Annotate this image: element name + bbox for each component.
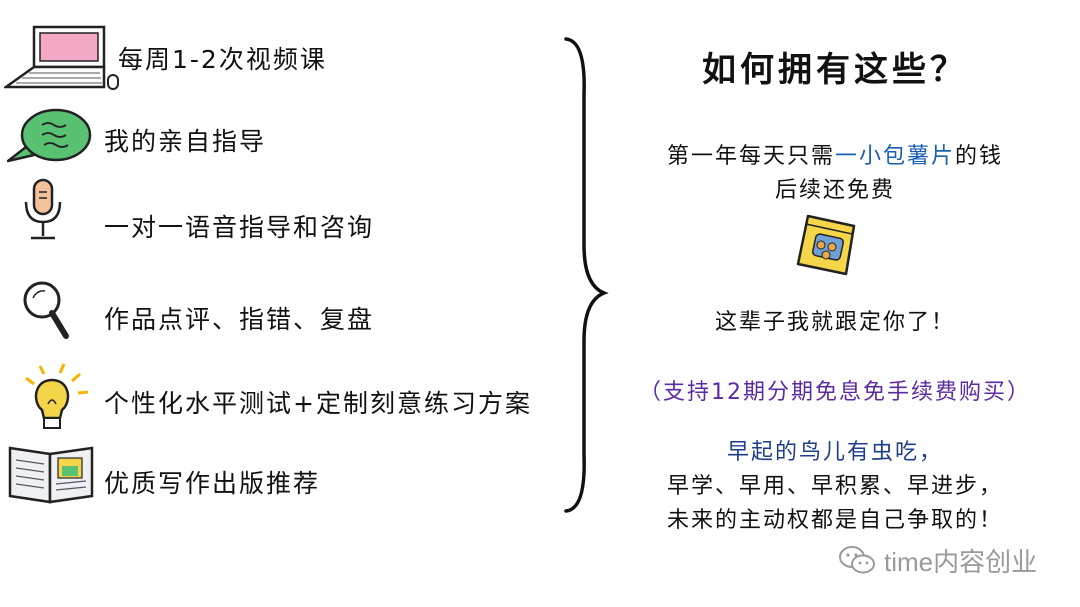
item-label: 我的亲自指导 bbox=[104, 127, 267, 156]
watermark: time内容创业 bbox=[838, 540, 1068, 580]
installment-note: （支持12期分期免息免手续费购买） bbox=[639, 380, 1031, 405]
laptop-icon bbox=[4, 25, 119, 90]
list-item: 每周1-2次视频课 bbox=[0, 20, 590, 90]
wechat-icon bbox=[839, 546, 875, 574]
speech-bubble-icon bbox=[6, 108, 92, 163]
item-label: 优质写作出版推荐 bbox=[104, 469, 321, 498]
renewal-line: 后续还免费 bbox=[774, 178, 895, 203]
list-item: 优质写作出版推荐 bbox=[0, 440, 590, 510]
potato-chips-bag-icon bbox=[796, 214, 856, 276]
list-item: 个性化水平测试+定制刻意练习方案 bbox=[0, 360, 590, 430]
price-highlight: 一小包薯片 bbox=[834, 144, 955, 169]
microphone-icon bbox=[24, 178, 62, 240]
list-item: 作品点评、指错、复盘 bbox=[0, 280, 590, 350]
price-line-prefix: 第一年每天只需 bbox=[666, 144, 835, 169]
commitment-text: 这辈子我就跟定你了！ bbox=[714, 310, 955, 335]
item-label: 个性化水平测试+定制刻意练习方案 bbox=[104, 389, 532, 418]
watermark-text: time内容创业 bbox=[884, 546, 1038, 577]
slogan-line-3: 未来的主动权都是自己争取的！ bbox=[666, 508, 1003, 533]
price-line-suffix: 的钱 bbox=[955, 144, 1004, 169]
curly-brace-divider bbox=[564, 37, 609, 513]
list-item: 一对一语音指导和咨询 bbox=[0, 176, 590, 246]
magnifier-icon bbox=[23, 281, 69, 339]
page-title: 如何拥有这些？ bbox=[702, 50, 968, 90]
slogan-line-1: 早起的鸟儿有虫吃， bbox=[726, 440, 943, 465]
item-label: 作品点评、指错、复盘 bbox=[104, 305, 375, 334]
item-label: 每周1-2次视频课 bbox=[118, 45, 327, 74]
list-item: 我的亲自指导 bbox=[0, 100, 590, 170]
item-label: 一对一语音指导和咨询 bbox=[104, 213, 375, 242]
lightbulb-icon bbox=[25, 363, 89, 429]
price-line: 第一年每天只需一小包薯片的钱 bbox=[615, 140, 1055, 174]
open-book-icon bbox=[8, 446, 94, 504]
slogan-line-2: 早学、早用、早积累、早进步， bbox=[666, 474, 1003, 499]
